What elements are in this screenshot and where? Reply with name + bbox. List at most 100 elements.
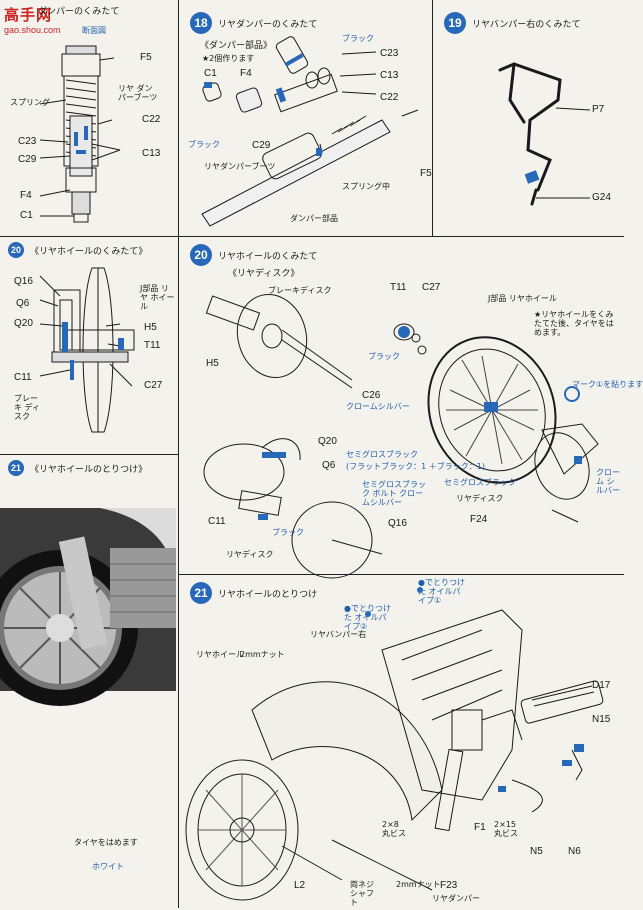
step18-label-spring: スプリング中 xyxy=(342,182,390,191)
step21-oil-pipe1: ●でとりつけた オイルパイプ① xyxy=(418,578,466,605)
left-step20-number: 20 xyxy=(8,242,24,258)
step21-tire-fit: タイヤをはめます xyxy=(74,838,138,847)
step21-f1: F1 xyxy=(474,822,486,833)
label-brake-disk-left: ブレーキ ディスク xyxy=(14,394,40,421)
watermark-logo: 高手网 gao.shou.com xyxy=(4,4,61,35)
step21-number: 21 xyxy=(190,582,212,604)
wheel-cross-section xyxy=(39,267,135,433)
label-q20-left: Q20 xyxy=(14,318,33,329)
step20-black: ブラック xyxy=(368,352,400,361)
step20-rear-disk2: リヤディスク xyxy=(456,494,504,503)
step19-title: リヤバンパー右のくみたて xyxy=(472,19,581,30)
step20-subhead: 《リヤディスク》 xyxy=(228,269,300,279)
label-f5-left: F5 xyxy=(140,52,152,63)
step18-label-c1: C1 xyxy=(204,68,217,79)
step20-heading: 20 リヤホイールのくみたて xyxy=(190,244,317,266)
step21-heading: 21 リヤホイールのとりつけ xyxy=(190,582,317,604)
step20-title: リヤホイールのくみたて xyxy=(218,251,318,262)
left-step20-heading: 20 《リヤホイールのくみたて》 xyxy=(8,242,147,258)
step20-chrome-silver: クロームシルバー xyxy=(346,402,410,411)
step18-label-c22: C22 xyxy=(380,92,399,103)
step20-rear-disk: リヤディスク xyxy=(226,550,274,559)
step18-label-f5: F5 xyxy=(420,168,432,179)
step18-make2-note: ★2個作ります xyxy=(202,54,255,63)
cross-section-label: 断面図 xyxy=(82,26,106,35)
step20-chrome-silver2: クローム シルバー xyxy=(596,468,620,495)
step20-diagram xyxy=(203,293,599,579)
step21-d17: D17 xyxy=(592,680,611,691)
step19-label-g24: G24 xyxy=(592,192,611,203)
label-c1-left: C1 xyxy=(20,210,33,221)
step21-white: ホワイト xyxy=(92,862,124,871)
step21-n5: N5 xyxy=(530,846,543,857)
step21-shaft: 両ネジ シャフト xyxy=(350,880,374,907)
label-j-wheel-left: J部品 リヤ ホイール xyxy=(140,284,175,311)
step19-number: 19 xyxy=(444,12,466,34)
step20-c27: C27 xyxy=(422,282,441,293)
step20-q16: Q16 xyxy=(388,518,407,529)
left-step20-title: 《リヤホイールのくみたて》 xyxy=(30,246,148,257)
step18-label-c29: C29 xyxy=(252,140,271,151)
section-divider-left-2 xyxy=(0,454,178,455)
step21-nut2: 2mmナット xyxy=(240,650,285,659)
step19-bumper-diagram xyxy=(498,62,591,206)
watermark-site: gao.shou.com xyxy=(4,25,61,35)
damper-cross-section xyxy=(39,45,121,223)
step20-semi-gloss-black2: セミグロスブラック xyxy=(444,478,516,487)
step21-rear-damper: リヤダンパー xyxy=(432,894,480,903)
watermark-brand: 高手网 xyxy=(4,7,53,24)
section-divider-left xyxy=(0,236,178,237)
step19-divider xyxy=(432,0,433,236)
label-c13-left: C13 xyxy=(142,148,161,159)
step18-label-c23: C23 xyxy=(380,48,399,59)
label-c29-left: C29 xyxy=(18,154,37,165)
label-rear-damper-boot-left: リヤ ダンパーブーツ xyxy=(118,84,158,102)
step21-screw-2x15: 2×15 丸ビス xyxy=(494,820,518,838)
step20-c26: C26 xyxy=(362,390,381,401)
step18-label-f4: F4 xyxy=(240,68,252,79)
step20-q20: Q20 xyxy=(318,436,337,447)
section-divider-right-2 xyxy=(178,574,624,575)
step20-j-wheel: J部品 リヤホイール xyxy=(488,294,557,303)
step18-label-damper-part: ダンパー部品 xyxy=(290,214,338,223)
left-step21-heading: 21 《リヤホイールのとりつけ》 xyxy=(8,460,147,476)
step21-n6: N6 xyxy=(568,846,581,857)
step21-oil-pipe2: ●でとりつけた オイルパイプ② xyxy=(344,604,392,631)
step20-h5: H5 xyxy=(206,358,219,369)
step21-l2: L2 xyxy=(294,880,306,891)
step20-bolt-note: セミグロスブラック ボルト クロームシルバー xyxy=(362,480,426,507)
step19-label-p7: P7 xyxy=(592,104,605,115)
label-f4-left: F4 xyxy=(20,190,32,201)
section-divider-right-1 xyxy=(178,236,624,237)
step21-nut2b: 2mmナット xyxy=(396,880,441,889)
step18-label-c13: C13 xyxy=(380,70,399,81)
step20-t11: T11 xyxy=(390,282,407,293)
step20-c11: C11 xyxy=(208,516,226,527)
step18-number: 18 xyxy=(190,12,212,34)
step18-diagram xyxy=(201,36,419,227)
label-c22-left: C22 xyxy=(142,114,161,125)
step21-rear-bumper-right: リヤバンパー右 xyxy=(310,630,367,639)
step21-n15: N15 xyxy=(592,714,611,725)
left-step21-title: 《リヤホイールのとりつけ》 xyxy=(30,464,148,475)
step20-f24: F24 xyxy=(470,514,488,525)
step20-flat-black-mix: (フラットブラック：1 ＋ブラック：1) xyxy=(346,462,485,471)
step21-diagram xyxy=(185,587,604,901)
step19-heading: 19 リヤバンパー右のくみたて xyxy=(444,12,581,34)
label-c27-left: C27 xyxy=(144,380,163,391)
label-q16-left: Q16 xyxy=(14,276,33,287)
step20-semi-gloss-black: セミグロスブラック xyxy=(346,450,418,459)
step20-mark-note: マーク①を貼ります xyxy=(572,380,643,389)
step21-rear-wheel: リヤホイール xyxy=(196,650,244,659)
step20-black2: ブラック xyxy=(272,528,304,537)
label-spring-left: スプリング xyxy=(10,98,50,107)
step20-q6: Q6 xyxy=(322,460,336,471)
step20-brake-disk: ブレーキディスク xyxy=(268,286,332,295)
label-t11-left: T11 xyxy=(144,340,161,351)
step18-black-2: ブラック xyxy=(188,140,220,149)
step20-number: 20 xyxy=(190,244,212,266)
step18-title: リヤダンパーのくみたて xyxy=(218,19,318,30)
label-c11-left: C11 xyxy=(14,372,32,383)
step18-black-1: ブラック xyxy=(342,34,374,43)
step18-heading: 18 リヤダンパーのくみたて xyxy=(190,12,317,34)
